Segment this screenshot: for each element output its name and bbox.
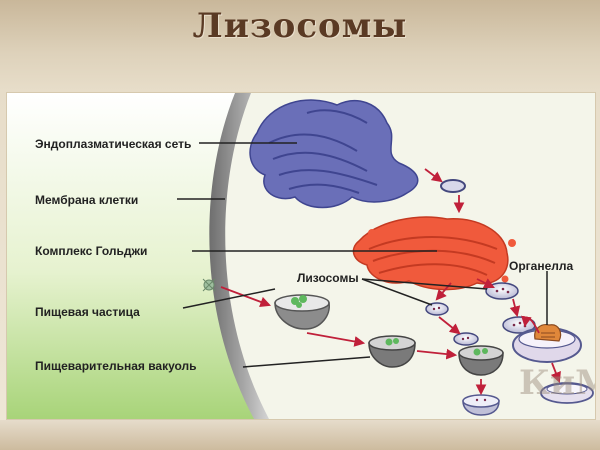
- watermark-logo: КиМ: [519, 363, 595, 403]
- digested-organelle-vesicle: [540, 382, 594, 404]
- residual-body: [462, 394, 500, 416]
- diagram-canvas: [7, 93, 595, 419]
- digestive-vacuole: [368, 335, 416, 368]
- pathway-arrows: [220, 168, 561, 396]
- cell-membrane: [209, 93, 269, 419]
- label-food-particle: Пищевая частица: [35, 305, 140, 319]
- er-vesicle: [440, 179, 466, 193]
- label-lysosomes: Лизосомы: [297, 271, 359, 285]
- lysosome-with-food: [458, 345, 504, 376]
- page-title: Лизосомы: [192, 6, 408, 46]
- lysosome-4: [453, 332, 479, 346]
- forming-vacuole: [274, 294, 330, 330]
- diagram-panel: Эндоплазматическая сеть Мембрана клетки …: [6, 92, 596, 420]
- label-er: Эндоплазматическая сеть: [35, 137, 192, 151]
- lysosome-1: [425, 302, 449, 316]
- food-particle: [202, 278, 216, 292]
- leader-lines: [177, 142, 548, 368]
- footer-bar: [0, 420, 600, 450]
- label-digestive-vacuole: Пищеварительная вакуоль: [35, 359, 197, 373]
- endoplasmic-reticulum: [249, 99, 419, 209]
- label-membrane: Мембрана клетки: [35, 193, 139, 207]
- label-organelle: Органелла: [509, 259, 574, 273]
- label-golgi: Комплекс Гольджи: [35, 244, 148, 258]
- autophagic-vacuole: [512, 324, 582, 363]
